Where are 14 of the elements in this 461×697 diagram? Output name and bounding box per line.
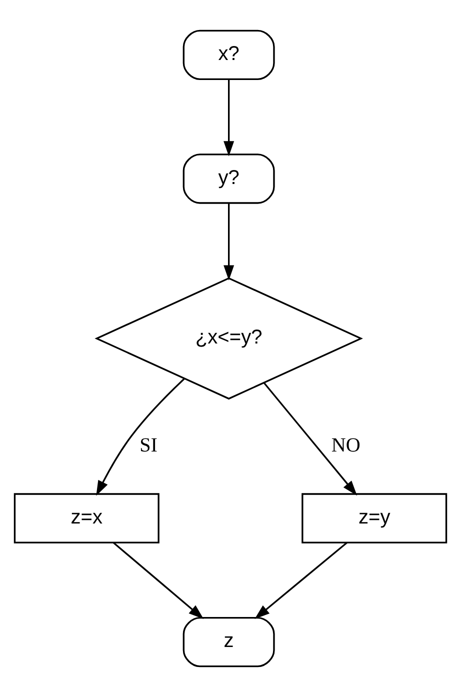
node-box: z=x [14, 493, 160, 544]
arrow [96, 378, 186, 496]
edge-label: NO [331, 434, 360, 457]
arrow [224, 79, 234, 156]
node-diamond: ¿x<=y? [94, 277, 363, 400]
arrow [254, 542, 348, 620]
node-box: z=y [302, 493, 448, 544]
node-box: y? [182, 154, 275, 204]
edge-label: SI [140, 434, 158, 457]
arrow [112, 542, 204, 620]
arrow [263, 382, 358, 496]
node-box: z [182, 616, 275, 668]
arrow [224, 203, 234, 280]
node-box: x? [182, 30, 275, 80]
